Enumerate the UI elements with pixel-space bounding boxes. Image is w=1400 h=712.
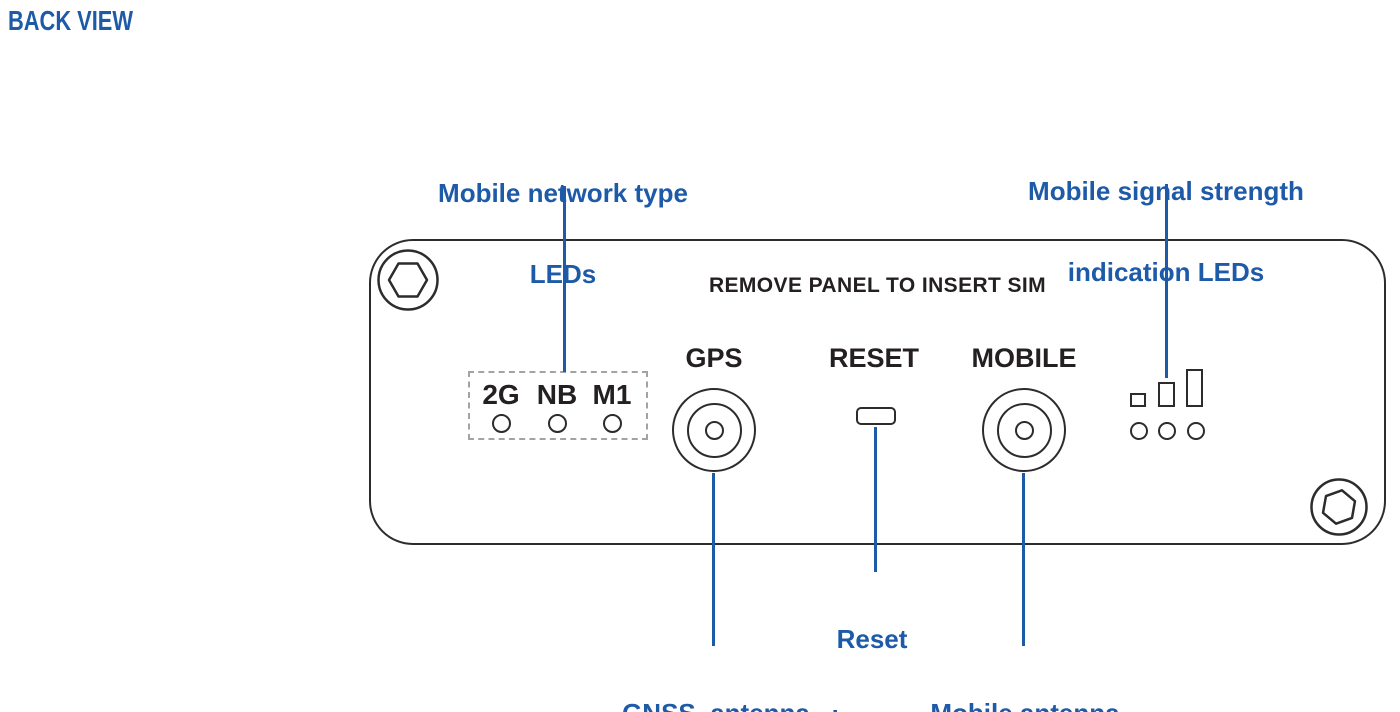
network-led-2g: 2G bbox=[471, 381, 531, 433]
signal-bar-small bbox=[1130, 393, 1146, 407]
round-led-icon bbox=[547, 414, 567, 433]
mobile-antenna-connector bbox=[982, 388, 1066, 472]
leader-line-gnss-connector bbox=[712, 473, 715, 646]
callout-line: Mobile antenna bbox=[875, 700, 1175, 712]
connector-pin bbox=[1014, 420, 1034, 440]
reset-port-label: RESET bbox=[828, 343, 920, 373]
led-label-2g: 2G bbox=[482, 379, 520, 410]
coax-connector-icon bbox=[996, 402, 1052, 458]
coax-connector-icon bbox=[686, 402, 742, 458]
callout-line: GNSS antenna bbox=[566, 700, 866, 712]
leader-line-network-leds bbox=[563, 186, 566, 372]
network-led-m1: M1 bbox=[582, 381, 642, 433]
gps-port-label: GPS bbox=[685, 343, 743, 373]
signal-led-1 bbox=[1130, 422, 1148, 440]
leader-line-signal-leds bbox=[1165, 184, 1168, 378]
led-label-m1: M1 bbox=[592, 379, 632, 410]
led-label-nb: NB bbox=[536, 379, 578, 410]
leader-line-mobile-connector bbox=[1022, 473, 1025, 646]
reset-button-hole bbox=[856, 407, 896, 425]
signal-bar-large bbox=[1186, 369, 1203, 407]
callout-gnss-antenna-connector: GNSS antenna connector bbox=[566, 646, 866, 712]
device-back-panel bbox=[369, 239, 1386, 545]
signal-led-3 bbox=[1187, 422, 1205, 440]
callout-signal-strength-leds: Mobile signal strength indication LEDs bbox=[1016, 124, 1316, 340]
gps-antenna-connector bbox=[672, 388, 756, 472]
hex-screw-icon-bottom-right bbox=[1310, 478, 1368, 536]
page-title: BACK VIEW bbox=[8, 5, 133, 36]
leader-line-reset-button bbox=[874, 427, 877, 572]
callout-line: indication LEDs bbox=[1067, 257, 1265, 287]
round-led-icon bbox=[491, 414, 511, 433]
callout-line: Reset bbox=[836, 624, 908, 654]
connector-pin bbox=[704, 420, 724, 440]
callout-line: Mobile signal strength bbox=[1028, 176, 1304, 206]
network-led-nb: NB bbox=[527, 381, 587, 433]
callout-network-type-leds: Mobile network type LEDs bbox=[413, 126, 713, 342]
round-led-icon bbox=[602, 414, 622, 433]
mobile-port-label: MOBILE bbox=[971, 343, 1077, 373]
network-led-group-outline bbox=[468, 371, 648, 440]
callout-line: Mobile network type bbox=[438, 178, 688, 208]
signal-bar-medium bbox=[1158, 382, 1175, 407]
callout-mobile-antenna-connector: Mobile antenna connector bbox=[875, 646, 1175, 712]
signal-led-2 bbox=[1158, 422, 1176, 440]
sim-notice-text: REMOVE PANEL TO INSERT SIM bbox=[708, 274, 1047, 297]
hex-screw-icon-top-left bbox=[377, 249, 439, 311]
callout-line: LEDs bbox=[529, 259, 597, 289]
callout-reset-button: Reset button bbox=[772, 572, 972, 712]
callout-line: button bbox=[772, 707, 972, 712]
